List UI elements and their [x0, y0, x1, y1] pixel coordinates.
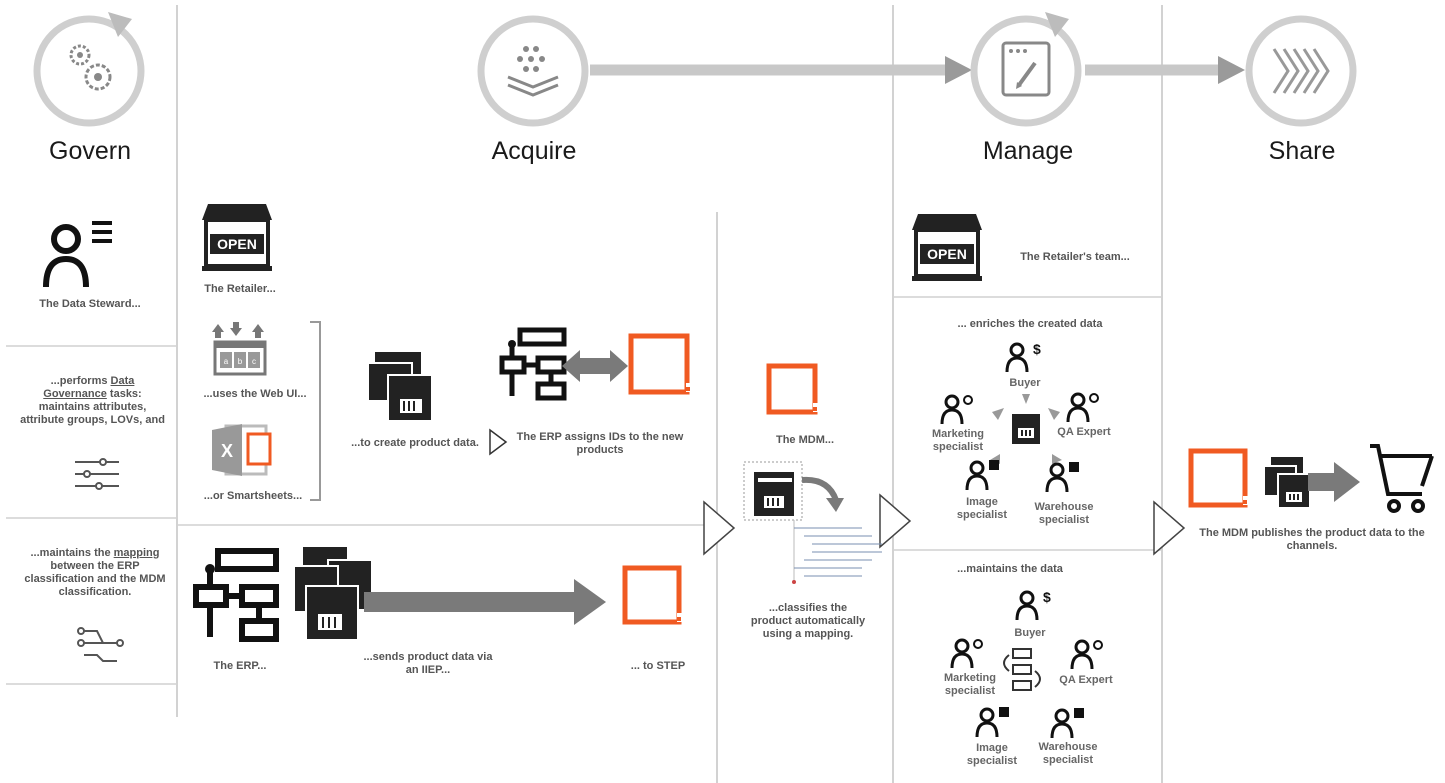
mdm-logo-acquire — [628, 333, 692, 395]
divider-govern-2 — [6, 517, 176, 519]
marketing-icon — [940, 394, 973, 425]
maintain-role-warehouse: Warehouse specialist — [1038, 741, 1098, 766]
retailer-team-store-icon: OPEN — [912, 214, 982, 281]
central-product-icon — [1012, 414, 1040, 444]
svg-text:$: $ — [1033, 341, 1041, 357]
share-chevrons-icon — [1245, 15, 1357, 127]
share-arrow — [1308, 462, 1360, 502]
maintain-role-buyer: Buyer — [1014, 627, 1046, 639]
svg-text:b: b — [238, 357, 243, 366]
acquire-create-caption: ...to create product data. — [351, 437, 479, 449]
open-sign-text: OPEN — [217, 236, 257, 252]
acquire-erp-caption: The ERP... — [213, 660, 267, 672]
maintain-cycle-icon — [1003, 648, 1041, 691]
maintain-role-qa: QA Expert — [1059, 674, 1113, 686]
excel-letter: X — [221, 441, 233, 461]
open-sign-text: OPEN — [927, 246, 967, 262]
acquire-erp-assigns-caption: The ERP assigns IDs to the new products — [516, 431, 684, 456]
mdm-logo-share — [1188, 448, 1249, 508]
govern-steward-caption: The Data Steward... — [39, 298, 141, 310]
svg-text:$: $ — [1043, 589, 1051, 605]
product-boxes-large-icon — [293, 545, 373, 641]
mapping-nodes-icon — [77, 627, 124, 662]
svg-text:a: a — [224, 357, 229, 366]
svg-text:c: c — [252, 357, 256, 366]
acquire-sends-caption: ...sends product data via an IIEP... — [363, 651, 493, 676]
erp-mdm-double-arrow — [562, 350, 628, 382]
marketing-icon — [950, 638, 983, 669]
mdm-classification-tree-icon — [743, 461, 882, 584]
mdm-logo-center — [766, 363, 819, 415]
acquire-to-mdm-arrow — [703, 500, 736, 556]
flow-arrows-top — [590, 56, 1245, 84]
shopping-cart-icon — [1370, 444, 1434, 513]
data-governance-link[interactable]: Data Governance — [43, 375, 135, 400]
acquire-retailer-caption: The Retailer... — [204, 283, 276, 295]
acquire-smartsheets-caption: ...or Smartsheets... — [203, 490, 303, 502]
manage-team-caption: The Retailer's team... — [1020, 251, 1130, 263]
enrich-role-qa: QA Expert — [1057, 426, 1111, 438]
stage-title-share: Share — [1268, 137, 1336, 165]
enrich-role-warehouse: Warehouse specialist — [1034, 501, 1094, 526]
retailer-store-icon: OPEN — [202, 204, 272, 271]
mdm-caption: The MDM... — [775, 434, 835, 446]
web-ui-icon: a b c — [212, 322, 267, 376]
divider-mdm-manage — [892, 5, 894, 783]
enrich-role-buyer: Buyer — [1009, 377, 1041, 389]
govern-performs-caption: ...performs Data Governance tasks: maint… — [20, 375, 165, 426]
stage-title-govern: Govern — [49, 137, 131, 165]
govern-gears-icon — [33, 12, 145, 127]
maintain-role-marketing: Marketing specialist — [944, 672, 996, 697]
acquire-web-ui-caption: ...uses the Web UI... — [203, 388, 307, 400]
divider-acquire-mdm — [716, 212, 718, 783]
mdm-logo-step — [622, 565, 683, 625]
mdm-to-manage-arrow — [879, 493, 912, 549]
divider-manage-1 — [894, 296, 1161, 298]
enrich-role-image: Image specialist — [956, 496, 1008, 521]
mdm-classifies-caption: ...classifies the product automatically … — [750, 602, 866, 640]
stage-title-manage: Manage — [982, 137, 1074, 165]
qa-icon — [1070, 639, 1103, 670]
data-steward-icon — [43, 221, 112, 288]
manage-edit-icon — [970, 12, 1082, 127]
buyer-icon: $ — [1015, 589, 1051, 621]
warehouse-specialist-icon — [1045, 462, 1079, 493]
warehouse-specialist-icon — [1050, 708, 1084, 739]
qa-icon — [1066, 392, 1099, 423]
enrich-role-marketing: Marketing specialist — [932, 428, 984, 453]
create-next-arrow — [489, 428, 508, 456]
buyer-icon: $ — [1005, 341, 1041, 373]
divider-govern-3 — [6, 683, 176, 685]
manage-to-share-arrow — [1153, 500, 1186, 556]
share-publishes-caption: The MDM publishes the product data to th… — [1199, 527, 1425, 552]
acquire-funnel-icon — [477, 15, 589, 127]
product-boxes-icon — [367, 350, 433, 422]
erp-flowchart-icon — [499, 327, 567, 401]
manage-enriches-caption: ... enriches the created data — [957, 318, 1103, 330]
maintain-role-image: Image specialist — [966, 742, 1018, 767]
divider-manage-share — [1161, 5, 1163, 783]
excel-sheet-icon: X — [212, 424, 272, 476]
acquire-to-step-caption: ... to STEP — [630, 660, 686, 672]
image-specialist-icon — [965, 460, 999, 491]
image-specialist-icon — [975, 707, 1009, 738]
sends-data-arrow — [364, 579, 606, 625]
govern-maintains-caption: ...maintains the mapping between the ERP… — [24, 547, 166, 598]
sliders-icon — [75, 458, 119, 490]
divider-acquire-row — [178, 524, 716, 526]
erp-flowchart-large-icon — [193, 548, 279, 642]
retailer-bracket — [310, 321, 321, 501]
enrich-arrows — [990, 394, 1062, 464]
mapping-link[interactable]: mapping — [113, 547, 160, 559]
manage-maintains-caption: ...maintains the data — [957, 563, 1063, 575]
divider-manage-2 — [894, 549, 1161, 551]
stage-title-acquire: Acquire — [491, 137, 577, 165]
divider-govern-1 — [6, 345, 176, 347]
divider-govern-acquire — [176, 5, 178, 717]
share-product-boxes-icon — [1263, 455, 1311, 509]
